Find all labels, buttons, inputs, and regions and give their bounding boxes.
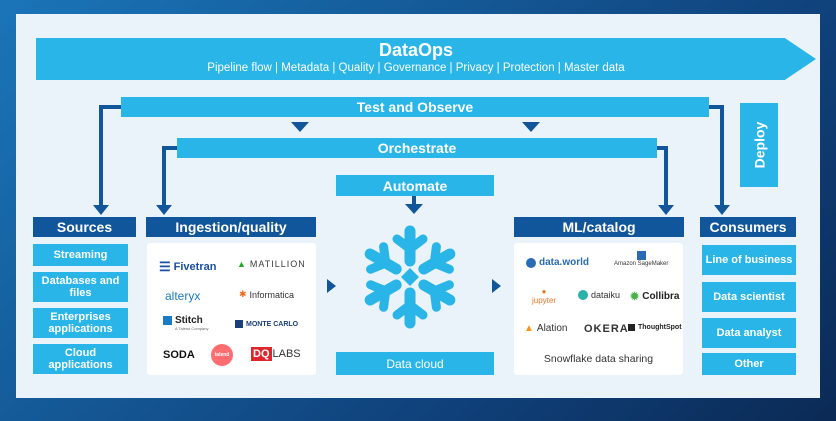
dataiku-icon (578, 290, 588, 300)
informatica-logo: ✱ Informatica (239, 289, 295, 300)
fivetran-icon: ☰ (159, 259, 171, 274)
okera-logo: OKERA (584, 323, 629, 335)
test-right-connector (708, 105, 724, 205)
thoughtspot-logo: ThoughtSpot (628, 324, 682, 331)
stitch-icon (163, 316, 172, 325)
jupyter-icon: ● (541, 287, 547, 296)
arrow-right-center (492, 279, 501, 293)
consumer-item-data-scientist: Data scientist (702, 282, 796, 312)
stitch-logo: Stitch A Talend Company (163, 315, 209, 331)
dqlabs-logo: DQ LABS (251, 347, 301, 361)
snowflake-icon (345, 225, 475, 334)
consumer-item-line-of-business: Line of business (702, 245, 796, 275)
sources-header: Sources (33, 217, 136, 237)
ingestion-logo-card: ☰ Fivetran ▲ MATILLION alteryx ✱ Informa… (147, 243, 316, 375)
automate-bar: Automate (336, 175, 494, 196)
matillion-icon: ▲ (237, 259, 247, 269)
deploy-label: Deploy (751, 121, 767, 169)
ml-catalog-logo-card: data.world Amazon SageMaker ● jupyter da… (514, 243, 683, 375)
consumer-item-other: Other (702, 353, 796, 375)
arrow-right-ingestion (327, 279, 336, 293)
dataiku-logo: dataiku (578, 290, 620, 300)
soda-logo: SODA (163, 349, 195, 361)
arrow-down-test-2 (522, 122, 540, 132)
alation-logo: ▲ Alation (524, 323, 568, 334)
dataops-title: DataOps (378, 40, 454, 60)
test-left-connector (99, 105, 121, 205)
alteryx-logo: alteryx (165, 289, 201, 303)
consumers-header: Consumers (700, 217, 796, 237)
monte-carlo-logo: MONTE CARLO (235, 320, 298, 328)
sagemaker-logo: Amazon SageMaker (614, 251, 668, 267)
orchestrate-left-connector (162, 146, 177, 205)
fivetran-logo: ☰ Fivetran (159, 259, 217, 274)
ml-catalog-header: ML/catalog (514, 217, 684, 237)
arrow-down-sources (93, 205, 109, 215)
source-item-cloud: Cloud applications (33, 344, 128, 374)
source-item-enterprises: Enterprises applications (33, 308, 128, 338)
talend-logo: talend (211, 344, 233, 366)
source-item-streaming: Streaming (33, 244, 128, 266)
arrow-down-test-1 (291, 122, 309, 132)
dataops-subtitle: Pipeline flow | Metadata | Quality | Gov… (207, 62, 625, 74)
orchestrate-bar: Orchestrate (177, 138, 657, 158)
ingestion-header: Ingestion/quality (146, 217, 316, 237)
consumer-item-data-analyst: Data analyst (702, 318, 796, 348)
thoughtspot-icon (628, 324, 635, 331)
data-cloud-label: Data cloud (336, 352, 494, 375)
dataworld-icon (526, 257, 536, 268)
arrow-down-automate (405, 204, 423, 214)
arrow-down-ml (658, 205, 674, 215)
test-observe-bar: Test and Observe (121, 97, 709, 117)
source-item-databases: Databases and files (33, 272, 128, 302)
collibra-logo: ✹ Collibra (630, 291, 680, 303)
collibra-icon: ✹ (630, 291, 640, 303)
matillion-logo: ▲ MATILLION (237, 259, 306, 269)
monte-carlo-icon (235, 320, 243, 328)
arrow-down-ingestion (156, 205, 172, 215)
jupyter-logo: ● jupyter (532, 287, 557, 305)
informatica-icon: ✱ (239, 289, 247, 299)
dataops-banner (36, 38, 816, 80)
orchestrate-right-connector (656, 146, 668, 205)
ml-footer-label: Snowflake data sharing (543, 353, 654, 365)
sagemaker-icon (636, 251, 646, 260)
deploy-bar: Deploy (740, 103, 778, 187)
alation-icon: ▲ (524, 323, 534, 334)
dataworld-logo: data.world (526, 257, 589, 268)
arrow-down-consumers (714, 205, 730, 215)
